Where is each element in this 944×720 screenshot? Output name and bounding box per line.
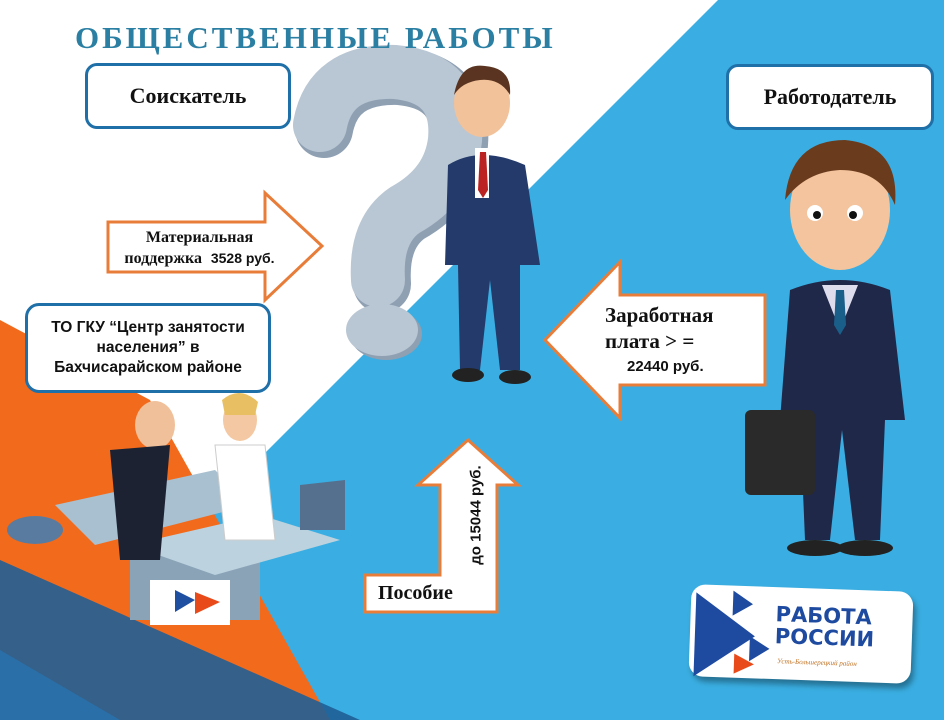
salary-text: Заработная плата > = 22440 руб. <box>605 302 765 380</box>
rabota-rossii-logo: РАБОТА РОССИИ Усть-Большерецкий район <box>688 584 914 684</box>
dark-blue-corner-2 <box>0 650 120 720</box>
material-support-line1: Материальная <box>145 229 254 246</box>
center-line2: населения” в <box>96 339 200 356</box>
center-line1: ТО ГКУ “Центр занятости <box>51 319 245 336</box>
logo-subtitle: Усть-Большерецкий район <box>776 657 857 668</box>
material-support-line2: поддержка <box>124 250 202 267</box>
employer-figure <box>745 140 905 556</box>
salary-line2: плата > = <box>605 329 695 353</box>
material-support-arrow <box>106 189 325 304</box>
logo-triangles-icon <box>693 590 770 677</box>
center-line3: Бахчисарайском районе <box>54 359 242 376</box>
thinking-man-figure <box>445 65 540 384</box>
logo-text: РАБОТА РОССИИ <box>774 602 876 652</box>
salary-line1: Заработная <box>605 303 714 327</box>
salary-arrow <box>542 258 767 422</box>
employer-label: Работодатель <box>726 64 934 130</box>
logo-line2: РОССИИ <box>774 624 875 652</box>
dark-blue-corner <box>0 560 360 720</box>
benefit-amount: до 15044 руб. <box>467 465 485 565</box>
seeker-label: Соискатель <box>85 63 291 129</box>
page-title: ОБЩЕСТВЕННЫЕ РАБОТЫ <box>75 20 556 55</box>
material-support-amount: 3528 руб. <box>210 250 275 266</box>
employment-center-box: ТО ГКУ “Центр занятости населения” в Бах… <box>25 303 271 393</box>
material-support-text: Материальная поддержка 3528 руб. <box>112 228 287 269</box>
benefit-label: Пособие <box>378 582 453 604</box>
salary-amount: 22440 руб. <box>627 358 704 375</box>
office-scene <box>7 392 345 625</box>
question-mark-icon <box>293 44 489 360</box>
benefit-arrow <box>363 437 522 614</box>
